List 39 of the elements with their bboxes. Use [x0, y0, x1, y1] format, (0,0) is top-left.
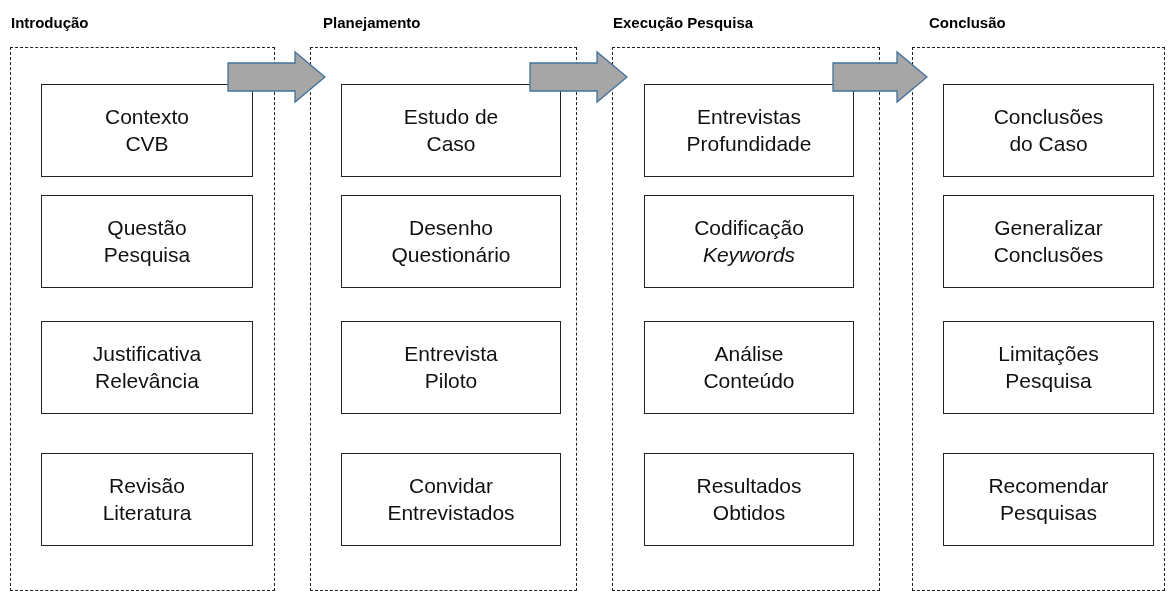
stage-heading: Planejamento — [323, 14, 421, 31]
stage-heading: Execução Pesquisa — [613, 14, 754, 31]
step-box — [943, 84, 1154, 177]
step-label: Estudo de Caso — [402, 104, 500, 157]
step-label: Entrevistas Profundidade — [685, 104, 813, 157]
step-label: Conclusões do Caso — [992, 104, 1105, 157]
step-box — [644, 321, 854, 414]
step-label: Desenho Questionário — [390, 215, 512, 268]
step-label: Convidar Entrevistados — [386, 473, 516, 526]
step-label: Codificação Keywords — [693, 215, 805, 268]
step-box — [41, 453, 253, 546]
block-arrow — [832, 50, 928, 104]
step-box — [943, 321, 1154, 414]
step-label: Entrevista Piloto — [403, 341, 499, 394]
step-box — [341, 84, 561, 177]
block-arrow — [227, 50, 326, 104]
step-label: Revisão Literatura — [101, 473, 193, 526]
step-box — [341, 321, 561, 414]
step-label: Generalizar Conclusões — [992, 215, 1105, 268]
step-box — [41, 195, 253, 288]
step-box — [943, 195, 1154, 288]
step-box — [341, 195, 561, 288]
step-label: Análise Conteúdo — [702, 341, 796, 394]
block-arrow — [529, 50, 628, 104]
stage-heading: Introdução — [11, 14, 89, 31]
step-label: Justificativa Relevância — [91, 341, 203, 394]
step-box — [644, 453, 854, 546]
stage-heading: Conclusão — [929, 14, 1006, 31]
step-box — [41, 321, 253, 414]
step-label: Recomendar Pesquisas — [987, 473, 1110, 526]
step-label: Limitações Pesquisa — [997, 341, 1100, 394]
step-label: Resultados Obtidos — [695, 473, 803, 526]
step-box — [644, 195, 854, 288]
step-label: Questão Pesquisa — [102, 215, 192, 268]
step-label: Contexto CVB — [103, 104, 191, 157]
step-box — [644, 84, 854, 177]
step-box — [943, 453, 1154, 546]
step-box — [41, 84, 253, 177]
step-box — [341, 453, 561, 546]
